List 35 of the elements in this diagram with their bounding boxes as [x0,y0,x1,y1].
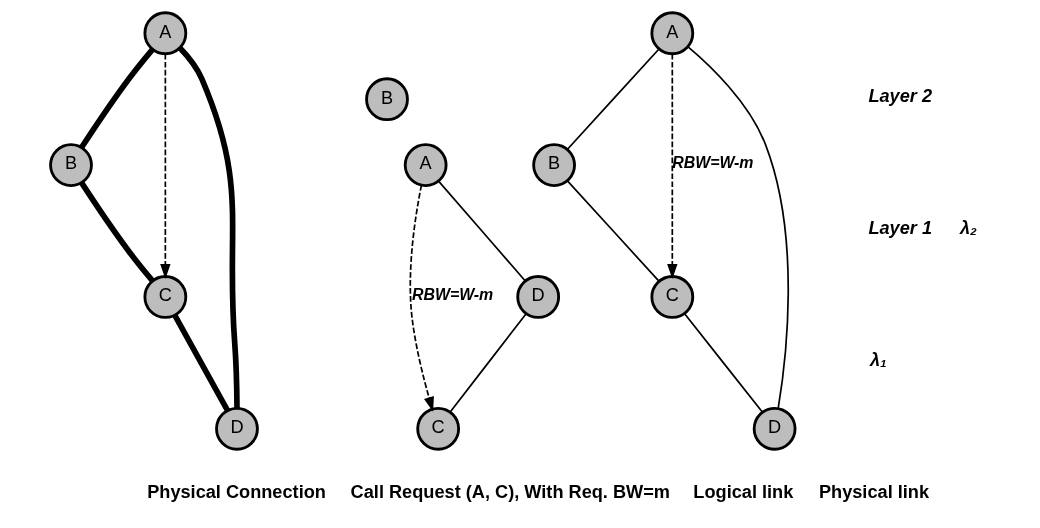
node-circle: B [532,143,576,187]
node-circle: D [215,406,259,451]
connector [566,180,660,282]
node-circle: A [143,11,188,56]
connector [437,180,526,282]
arrow [667,53,678,279]
legend-label: Physical Connection [147,481,326,502]
node-circle: D [516,275,561,319]
node-circle: A [650,11,695,56]
connector [177,45,240,409]
node-circle: B [49,143,93,187]
legend-label: Physical link [818,481,930,502]
arrow [160,53,171,279]
node-circle: A [403,143,448,187]
connector [79,47,155,149]
label: Layer 1 [868,218,933,239]
edge-label: RBW=W-m [672,154,754,172]
connector [172,314,230,412]
node-circle: C [143,275,188,319]
node-circle: C [650,275,695,319]
connector [79,181,155,283]
node-circle: D [752,406,797,451]
connector [566,48,660,151]
connector [449,313,527,413]
edge-label: RBW=W-m [412,286,494,304]
legend-label: Logical link [693,481,794,502]
connector [686,45,790,410]
node-circle: C [416,406,461,451]
node-circle: B [365,77,409,122]
label: λ₂ [959,218,977,239]
label: λ₁ [870,350,887,371]
arrow [409,184,434,412]
legend-label: Call Request (A, C), With Req. BW=m [350,481,671,502]
connector [683,312,764,414]
label: Layer 2 [868,86,933,107]
